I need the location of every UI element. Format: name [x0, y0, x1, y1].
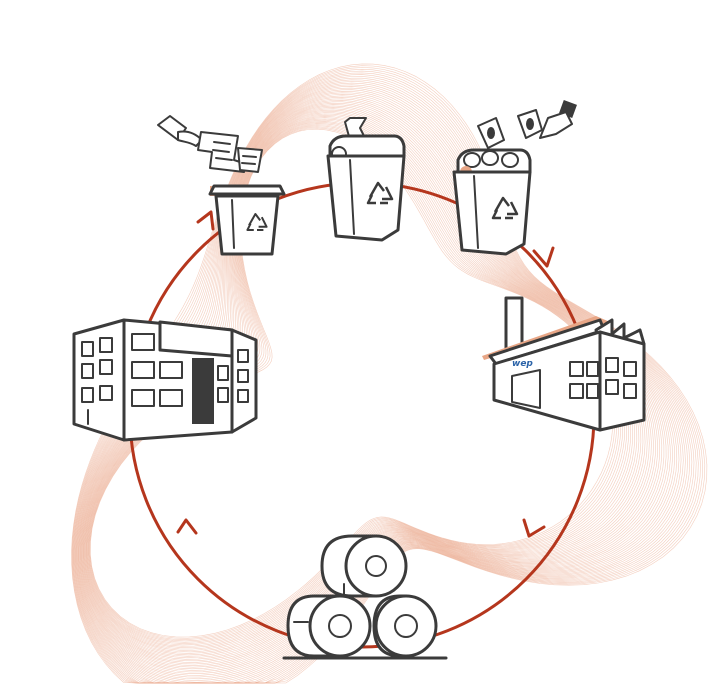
arrowhead-lower-left	[176, 518, 198, 535]
hand-paper-icon	[157, 115, 263, 173]
factory-logo-text: wep	[512, 359, 533, 369]
arrowhead-lower-right	[522, 518, 546, 538]
office-building-icon	[72, 318, 258, 442]
arrowhead-upper-right	[532, 246, 555, 268]
paper-rolls-icon	[282, 534, 448, 660]
arrowhead-upper-left	[196, 210, 215, 231]
hand-cups-icon	[477, 100, 577, 149]
recycle-bin-cups-icon	[452, 148, 532, 256]
recycle-bin-small-icon	[208, 184, 286, 256]
factory-icon: wep	[482, 296, 646, 432]
recycle-bin-shredder-icon	[326, 117, 406, 242]
